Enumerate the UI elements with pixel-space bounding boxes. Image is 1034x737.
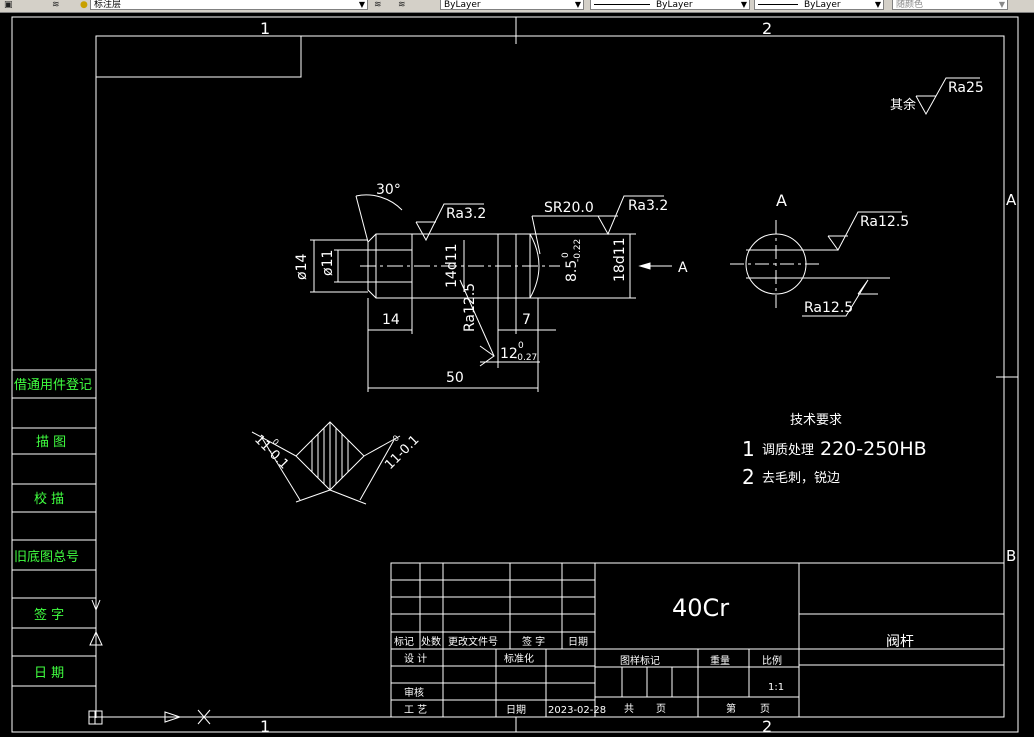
dim-12-upper: 0 [518, 341, 524, 351]
section-ra-bottom: Ra12.5 [804, 300, 853, 316]
dim-12: 12 [500, 346, 518, 362]
layer-states-icon[interactable]: ≋ [52, 0, 60, 10]
square-dim-left-upper: 0 [271, 437, 281, 447]
linetype-dropdown[interactable]: ByLayer ▼ [590, 0, 750, 10]
drawing-frame [11, 16, 1019, 733]
layer-manager-icon[interactable]: ▣ [4, 0, 13, 10]
view-arrow-label: A [678, 260, 688, 276]
sheet-label: 第 [726, 702, 736, 715]
surface-rest-label: 其余 [890, 97, 916, 113]
scale-value: 1:1 [768, 682, 784, 693]
properties-toolbar: ▣ ≋ ● 标注层 ▼ ≋ ≋ ByLayer ▼ ByLayer ▼ ByLa… [0, 0, 1034, 13]
color-value: ByLayer [444, 0, 481, 10]
section-label: A [776, 191, 787, 210]
zone-label-right-b: B [1006, 547, 1016, 565]
weight-label: 重量 [710, 654, 730, 667]
roughness-symbols-part [415, 195, 664, 367]
left-strip-grid [12, 369, 96, 687]
strip-row-6: 日 期 [34, 666, 64, 681]
sheet-page-label: 页 [760, 703, 770, 715]
tech-req-1-val: 220-250HB [820, 438, 927, 460]
dim-dia11: ø11 [320, 250, 336, 276]
material-label: 40Cr [672, 594, 729, 622]
zone-label-bottom-2: 2 [762, 717, 772, 736]
dim-dia14: ø14 [294, 254, 310, 280]
tech-req-title: 技术要求 [790, 413, 842, 428]
layer-name: 标注层 [94, 0, 122, 10]
process-label: 工 艺 [404, 704, 427, 716]
review-label: 审核 [404, 686, 424, 699]
scale-label: 比例 [762, 654, 782, 667]
ra-mid-vert: Ra12.5 [462, 283, 478, 332]
sr-label: SR20.0 [544, 200, 594, 216]
dim-50: 50 [446, 370, 464, 386]
rev-header-date: 日期 [568, 636, 588, 648]
date-value: 2023-02-28 [548, 705, 606, 716]
lineweight-value: ByLayer [804, 0, 841, 10]
drawing-canvas[interactable]: 1 2 1 2 A B 借通用件登记 描 图 校 描 旧底图总号 签 字 日 期 [0, 12, 1034, 737]
surface-rest-value: Ra25 [948, 80, 984, 96]
zone-label-bottom-1: 1 [260, 717, 270, 736]
page-label: 页 [656, 703, 666, 715]
strip-row-3: 校 描 [34, 491, 64, 507]
chevron-down-icon: ▼ [358, 0, 365, 9]
layer-previous-icon[interactable]: ≋ [398, 0, 406, 10]
color-dropdown[interactable]: ByLayer ▼ [440, 0, 584, 10]
title-block-grid [390, 562, 1005, 718]
tech-req-1-num: 1 [742, 437, 755, 461]
make-current-layer-icon[interactable]: ≋ [374, 0, 382, 10]
square-section-view [251, 421, 401, 505]
chevron-down-icon: ▼ [874, 0, 881, 9]
dim-14: 14 [382, 312, 400, 328]
dim-12-lower: -0.27 [514, 353, 537, 363]
chevron-down-icon: ▼ [998, 0, 1005, 9]
square-dim-left: 11-0.1 [251, 432, 291, 472]
strip-row-5: 签 字 [34, 607, 64, 623]
tech-req-2-text: 去毛刺，锐边 [762, 471, 840, 486]
rev-header-doc: 更改文件号 [448, 635, 498, 648]
rev-header-sign: 签 字 [522, 635, 545, 648]
design-label: 设 计 [404, 652, 427, 665]
tech-req-1-cn: 调质处理 [762, 443, 814, 458]
chevron-down-icon: ▼ [574, 0, 581, 9]
rev-header-mark: 标记 [394, 636, 414, 648]
layer-dropdown[interactable]: 标注层 ▼ [90, 0, 368, 10]
section-ra-top: Ra12.5 [860, 214, 909, 230]
zone-label-top-2: 2 [762, 19, 772, 38]
stage-label: 图样标记 [620, 654, 660, 667]
layer-bulb-icon[interactable]: ● [80, 0, 88, 10]
strip-row-2: 描 图 [36, 435, 66, 450]
dim-18d11: 18d11 [612, 237, 628, 282]
zone-label-right-a: A [1006, 191, 1017, 209]
linetype-value: ByLayer [656, 0, 693, 10]
dim-7: 7 [522, 312, 531, 328]
part-name: 阀杆 [886, 634, 914, 650]
chevron-down-icon: ▼ [740, 0, 747, 9]
dimension-lines [310, 194, 672, 392]
plotstyle-value: 随颜色 [896, 0, 924, 10]
square-dim-right: 11-0.1 [382, 433, 422, 473]
plotstyle-dropdown[interactable]: 随颜色 ▼ [892, 0, 1008, 10]
square-dim-right-upper: 0 [391, 433, 401, 443]
tech-req-2-num: 2 [742, 465, 755, 489]
total-label: 共 [624, 703, 634, 715]
dim-8-5: 8.5 [564, 260, 580, 282]
ucs-icon [88, 599, 211, 725]
dim-8-5-upper: 0 [561, 252, 571, 258]
ra-right: Ra3.2 [628, 198, 668, 214]
chamfer-angle: 30° [376, 182, 401, 198]
dim-8-5-lower: -0.22 [573, 239, 583, 262]
section-view [730, 211, 902, 317]
std-label: 标准化 [504, 652, 534, 665]
roughness-symbol [915, 77, 980, 116]
zone-label-top-1: 1 [260, 19, 270, 38]
lineweight-dropdown[interactable]: ByLayer ▼ [754, 0, 884, 10]
dim-14d11: 14d11 [444, 243, 460, 288]
date-label: 日期 [506, 704, 526, 716]
ra-left: Ra3.2 [446, 206, 486, 222]
strip-row-1: 借通用件登记 [14, 378, 92, 393]
strip-row-4: 旧底图总号 [14, 549, 79, 565]
rev-header-count: 处数 [421, 635, 441, 648]
